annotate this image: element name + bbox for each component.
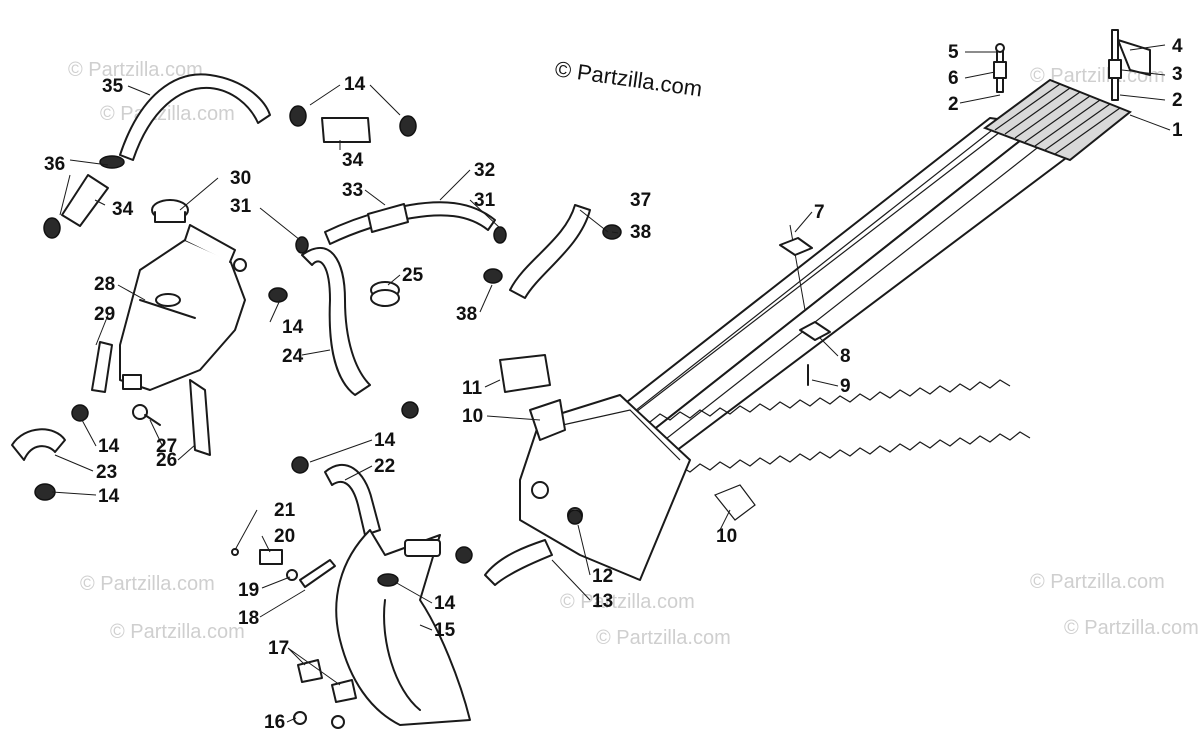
- callout-33: 33: [342, 180, 363, 201]
- watermark-bottom-center-2: © Partzilla.com: [596, 627, 731, 649]
- clamp-14-hose-13: [455, 546, 473, 564]
- watermark-top-left-2: © Partzilla.com: [100, 103, 235, 125]
- hose-15-inner: [383, 599, 421, 711]
- callout-14-upper-left: 14: [98, 436, 120, 457]
- watermark-bottom-right-2: © Partzilla.com: [1064, 617, 1199, 639]
- callout-14-hose-15: 14: [434, 593, 456, 614]
- callout-31-left: 31: [230, 196, 252, 217]
- hose-22: [324, 463, 381, 536]
- hose-24: [301, 247, 371, 396]
- callout-36: 36: [44, 154, 65, 175]
- callout-6: 6: [948, 68, 959, 89]
- callout-31-right: 31: [474, 190, 496, 211]
- callout-12: 12: [592, 566, 613, 587]
- callout-5: 5: [948, 42, 959, 63]
- hose-37: [509, 204, 591, 299]
- callout-16: 16: [264, 712, 285, 733]
- foam-pad: [499, 354, 551, 393]
- screws-16: [293, 711, 345, 729]
- callout-22: 22: [374, 456, 395, 477]
- callout-labels: 1 2 3 4 5 6 2 7 8 9 10 11 10 12 13 14 14…: [44, 36, 1183, 733]
- callout-27: 27: [156, 436, 177, 457]
- spring-clamp-25: [370, 281, 400, 307]
- callout-26: 26: [156, 450, 177, 471]
- callout-11: 11: [462, 378, 483, 399]
- clamp-14-reservoir: [268, 287, 288, 303]
- clamp-38-left: [483, 268, 503, 284]
- callout-13: 13: [592, 591, 613, 612]
- hose-joint-top: [289, 105, 417, 143]
- callout-18: 18: [238, 608, 259, 629]
- callout-38-left: 38: [456, 304, 477, 325]
- watermark-top-left: © Partzilla.com: [68, 59, 203, 81]
- coolant-reservoir: [119, 224, 247, 391]
- clamp-14-center: [401, 401, 419, 419]
- copyright-label: © Partzilla.com: [553, 56, 703, 101]
- hose-15-stub: [404, 539, 441, 557]
- callout-29: 29: [94, 304, 115, 325]
- callout-2-right: 2: [1172, 90, 1183, 111]
- front-housing: [519, 394, 756, 581]
- callout-35: 35: [102, 76, 124, 97]
- callout-25: 25: [402, 265, 424, 286]
- bolt-27: [132, 404, 161, 426]
- callout-15: 15: [434, 620, 456, 641]
- watermark-bottom-center: © Partzilla.com: [560, 591, 695, 613]
- hose-13: [484, 539, 553, 586]
- callout-10-left: 10: [462, 406, 483, 427]
- callout-3: 3: [1172, 64, 1183, 85]
- mid-clamp-hardware: [779, 224, 831, 386]
- bleeder-hose: [295, 201, 507, 254]
- callout-17: 17: [268, 638, 289, 659]
- callout-38-right: 38: [630, 222, 651, 243]
- callout-34-top: 34: [342, 150, 364, 171]
- callout-19: 19: [238, 580, 259, 601]
- clips-17: [297, 659, 357, 703]
- callout-9: 9: [840, 376, 851, 397]
- leader-lines: [51, 44, 1171, 723]
- watermark-bottom-left-2: © Partzilla.com: [110, 621, 245, 643]
- callout-20: 20: [274, 526, 295, 547]
- callout-14-lower-left: 14: [98, 486, 120, 507]
- clamp-14-hose-15: [377, 573, 399, 587]
- callout-24: 24: [282, 346, 304, 367]
- callout-34-left: 34: [112, 199, 134, 220]
- clamp-14-hose-22: [291, 456, 309, 474]
- callout-10-right: 10: [716, 526, 737, 547]
- reservoir-cap: [151, 199, 189, 223]
- hose-15: [335, 529, 471, 726]
- callout-14-top: 14: [344, 74, 366, 95]
- callout-30: 30: [230, 168, 251, 189]
- hose-bracket: [231, 548, 336, 588]
- clamp-14-upper-left: [71, 404, 89, 422]
- callout-37: 37: [630, 190, 651, 211]
- clamp-12: [567, 509, 583, 525]
- upper-hose: [119, 73, 271, 161]
- callout-32: 32: [474, 160, 495, 181]
- callout-23: 23: [96, 462, 117, 483]
- callout-21: 21: [274, 500, 296, 521]
- callout-2-left: 2: [948, 94, 959, 115]
- reservoir-bracket: [189, 379, 211, 456]
- watermark-bottom-left: © Partzilla.com: [80, 573, 215, 595]
- overflow-hose: [91, 341, 113, 393]
- callout-4: 4: [1172, 36, 1183, 57]
- watermark-bottom-right: © Partzilla.com: [1030, 571, 1165, 593]
- callout-1: 1: [1172, 120, 1183, 141]
- callout-28: 28: [94, 274, 115, 295]
- callout-14-center: 14: [374, 430, 396, 451]
- callout-7: 7: [814, 202, 825, 223]
- callout-8: 8: [840, 346, 851, 367]
- hose-23: [11, 428, 66, 461]
- callout-14-reservoir: 14: [282, 317, 304, 338]
